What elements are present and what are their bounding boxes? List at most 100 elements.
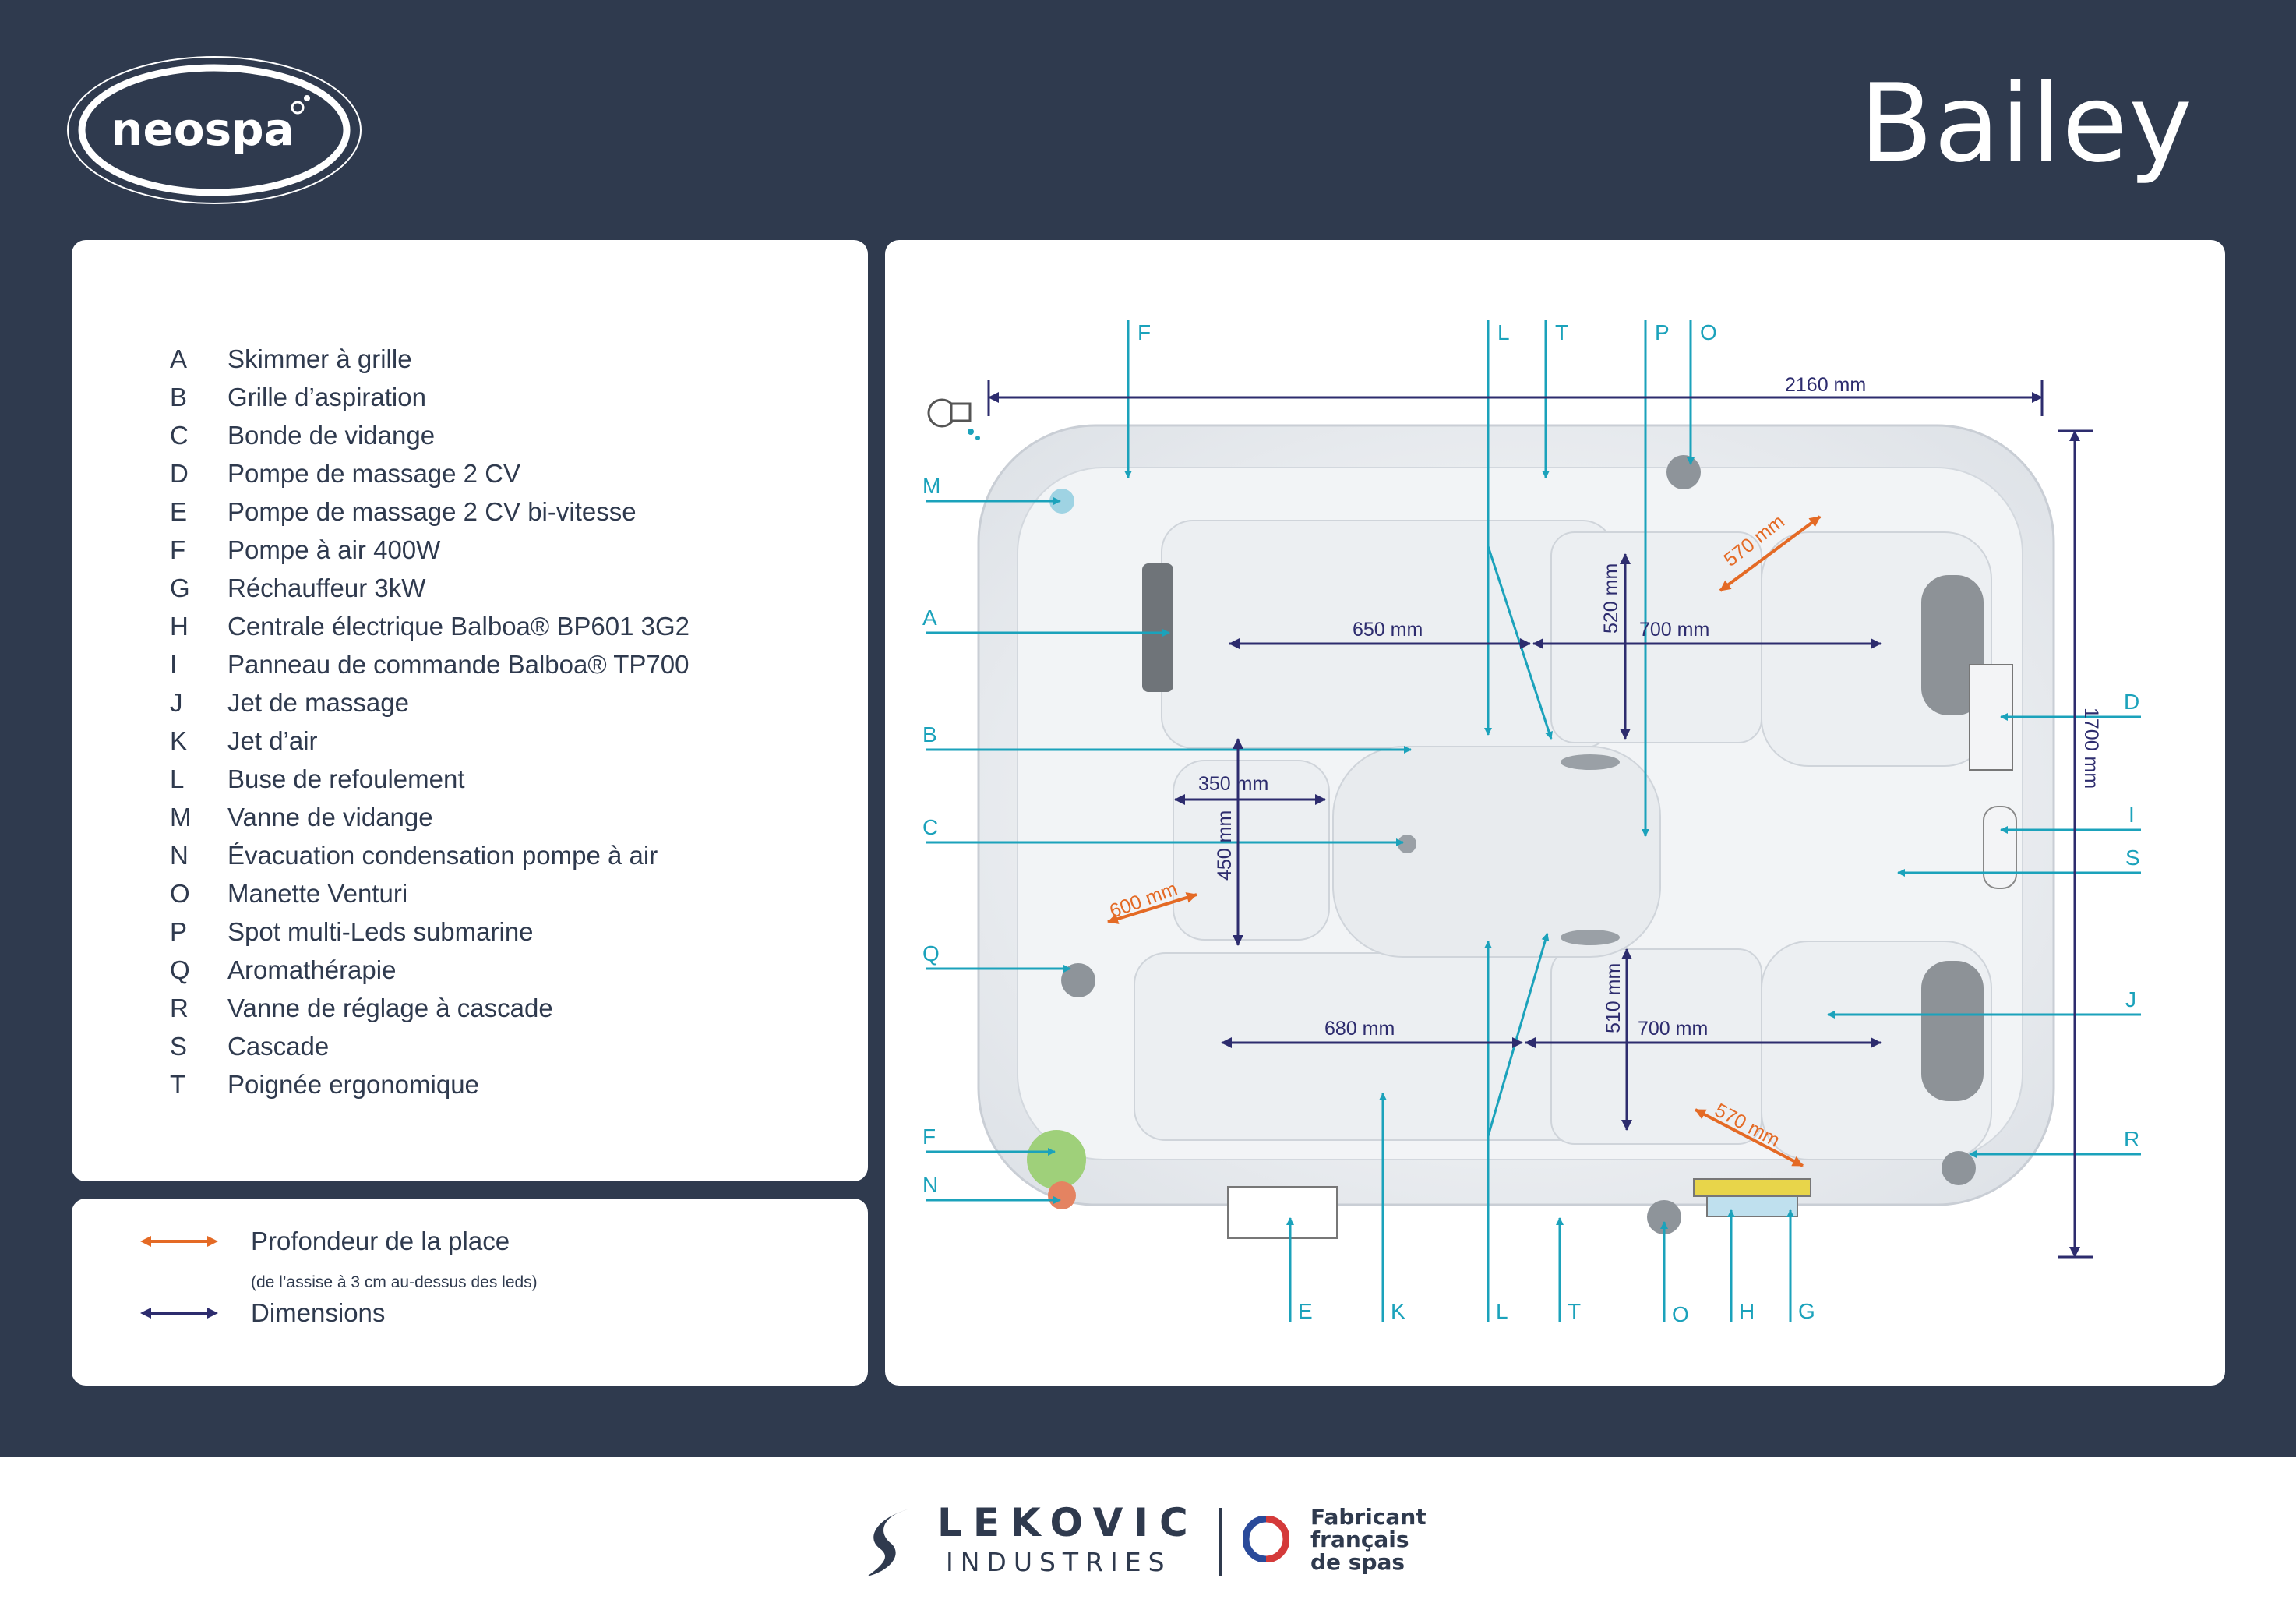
label-O-bottom: O: [1672, 1302, 1689, 1326]
orange-double-arrow-icon: [140, 1236, 218, 1247]
spa-top-view-diagram: F L T P O M A B C Q F N D I S J R E K L …: [922, 320, 2141, 1326]
legend-text: Évacuation condensation pompe à air: [227, 840, 658, 870]
label-Q: Q: [922, 941, 940, 966]
navy-double-arrow-icon: [140, 1308, 218, 1319]
legend-item-F: F Pompe à air 400W: [170, 531, 690, 569]
legend-item-M: M Vanne de vidange: [170, 798, 690, 836]
legend-text: Pompe de massage 2 CV: [227, 458, 521, 488]
legend-letter: Q: [170, 955, 190, 984]
legend-item-G: G Réchauffeur 3kW: [170, 569, 690, 607]
label-A: A: [922, 605, 937, 630]
legend-text: Centrale électrique Balboa® BP601 3G2: [227, 611, 690, 641]
legend-item-T: T Poignée ergonomique: [170, 1065, 690, 1103]
legend-text: Spot multi-Leds submarine: [227, 916, 534, 946]
legend-item-E: E Pompe de massage 2 CV bi-vitesse: [170, 492, 690, 531]
legend-text: Manette Venturi: [227, 878, 408, 908]
french-flag-icon: [1243, 1516, 1289, 1562]
legend-text: Cascade: [227, 1031, 330, 1061]
footer-tagline-line-1: Fabricant: [1310, 1504, 1427, 1530]
legend-letter: M: [170, 802, 192, 831]
legend-letter: F: [170, 535, 186, 564]
footer: [0, 1457, 2296, 1624]
spa-shell: [927, 398, 2055, 1239]
legend-text: Poignée ergonomique: [227, 1069, 479, 1099]
logo-wordmark: neospa: [111, 103, 294, 156]
label-H: H: [1739, 1299, 1755, 1323]
footer-divider: [1219, 1508, 1222, 1576]
key-panel: Profondeur de la place (de l’assise à 3 …: [72, 1199, 868, 1386]
legend-item-N: N Évacuation condensation pompe à air: [170, 836, 690, 874]
dimensions-key-label: Dimensions: [251, 1298, 386, 1327]
legend-letter: C: [170, 420, 189, 450]
legend-item-A: A Skimmer à grille: [170, 340, 690, 378]
label-D: D: [2124, 690, 2139, 714]
legend-text: Grille d’aspiration: [227, 382, 426, 411]
depth-key-label: Profondeur de la place: [251, 1227, 510, 1255]
neospa-logo: neospa: [67, 56, 362, 204]
dim-seat-top-right: 700 mm: [1639, 619, 1709, 641]
legend-letter: H: [170, 611, 189, 641]
depth-key: Profondeur de la place: [140, 1227, 510, 1256]
label-J: J: [2125, 987, 2136, 1011]
label-I: I: [2128, 803, 2135, 827]
label-L-bottom: L: [1496, 1299, 1508, 1323]
label-E: E: [1298, 1299, 1313, 1323]
legend-letter: A: [170, 344, 188, 373]
legend-letter: N: [170, 840, 189, 870]
legend-letter: S: [170, 1031, 188, 1061]
legend-text: Pompe à air 400W: [227, 535, 441, 564]
legend-letter: T: [170, 1069, 186, 1099]
legend-letter: K: [170, 726, 188, 755]
label-F-top: F: [1137, 320, 1151, 344]
dim-overall-width: 1700 mm: [2080, 708, 2102, 789]
label-L-top: L: [1497, 320, 1510, 344]
dimensions-key: Dimensions: [140, 1298, 385, 1328]
label-P-top: P: [1655, 320, 1670, 344]
label-S: S: [2125, 846, 2140, 870]
drain-valve-icon: [927, 398, 980, 440]
dim-seat-bottom-depth: 510 mm: [1603, 963, 1624, 1033]
depth-key-note: (de l’assise à 3 cm au-dessus des leds): [251, 1273, 538, 1291]
dim-overall-length: 2160 mm: [1785, 374, 1866, 396]
depth-arrows: [1107, 515, 1822, 1167]
dim-seat-top-left: 650 mm: [1353, 619, 1423, 641]
legend-text: Vanne de réglage à cascade: [227, 993, 553, 1022]
footer-brand-sub: INDUSTRIES: [946, 1547, 1172, 1577]
legend-item-P: P Spot multi-Leds submarine: [170, 913, 690, 951]
legend-text: Buse de refoulement: [227, 764, 465, 793]
lekovic-emblem-icon: [867, 1509, 908, 1576]
footer-tagline: Fabricant français de spas: [1310, 1506, 1427, 1573]
label-C: C: [922, 815, 938, 839]
label-R: R: [2124, 1127, 2139, 1151]
label-F-left: F: [922, 1124, 936, 1149]
legend-letter: P: [170, 916, 188, 946]
dim-seat-top-depth: 520 mm: [1600, 563, 1622, 634]
dim-seat-bottom-left: 680 mm: [1324, 1018, 1395, 1040]
legend-text: Jet de massage: [227, 687, 409, 717]
legend-letter: E: [170, 496, 188, 526]
label-O-top: O: [1700, 320, 1717, 344]
legend-text: Panneau de commande Balboa® TP700: [227, 649, 690, 679]
legend-letter: B: [170, 382, 188, 411]
label-G: G: [1798, 1299, 1815, 1323]
footer-brand-name: LEKOVIC: [937, 1500, 1199, 1545]
diagram-panel: F L T P O M A B C Q F N D I S J R E K L …: [885, 240, 2225, 1386]
legend-text: Réchauffeur 3kW: [227, 573, 426, 602]
legend-text: Pompe de massage 2 CV bi-vitesse: [227, 496, 637, 526]
label-B: B: [922, 722, 937, 747]
legend-text: Skimmer à grille: [227, 344, 412, 373]
legend-text: Vanne de vidange: [227, 802, 433, 831]
dimension-lines: [987, 380, 2093, 1259]
legend-item-D: D Pompe de massage 2 CV: [170, 454, 690, 492]
legend-letter: L: [170, 764, 185, 793]
legend-letter: R: [170, 993, 189, 1022]
legend-letter: G: [170, 573, 190, 602]
dim-lounger-width: 350 mm: [1198, 773, 1268, 795]
legend-letter: D: [170, 458, 189, 488]
